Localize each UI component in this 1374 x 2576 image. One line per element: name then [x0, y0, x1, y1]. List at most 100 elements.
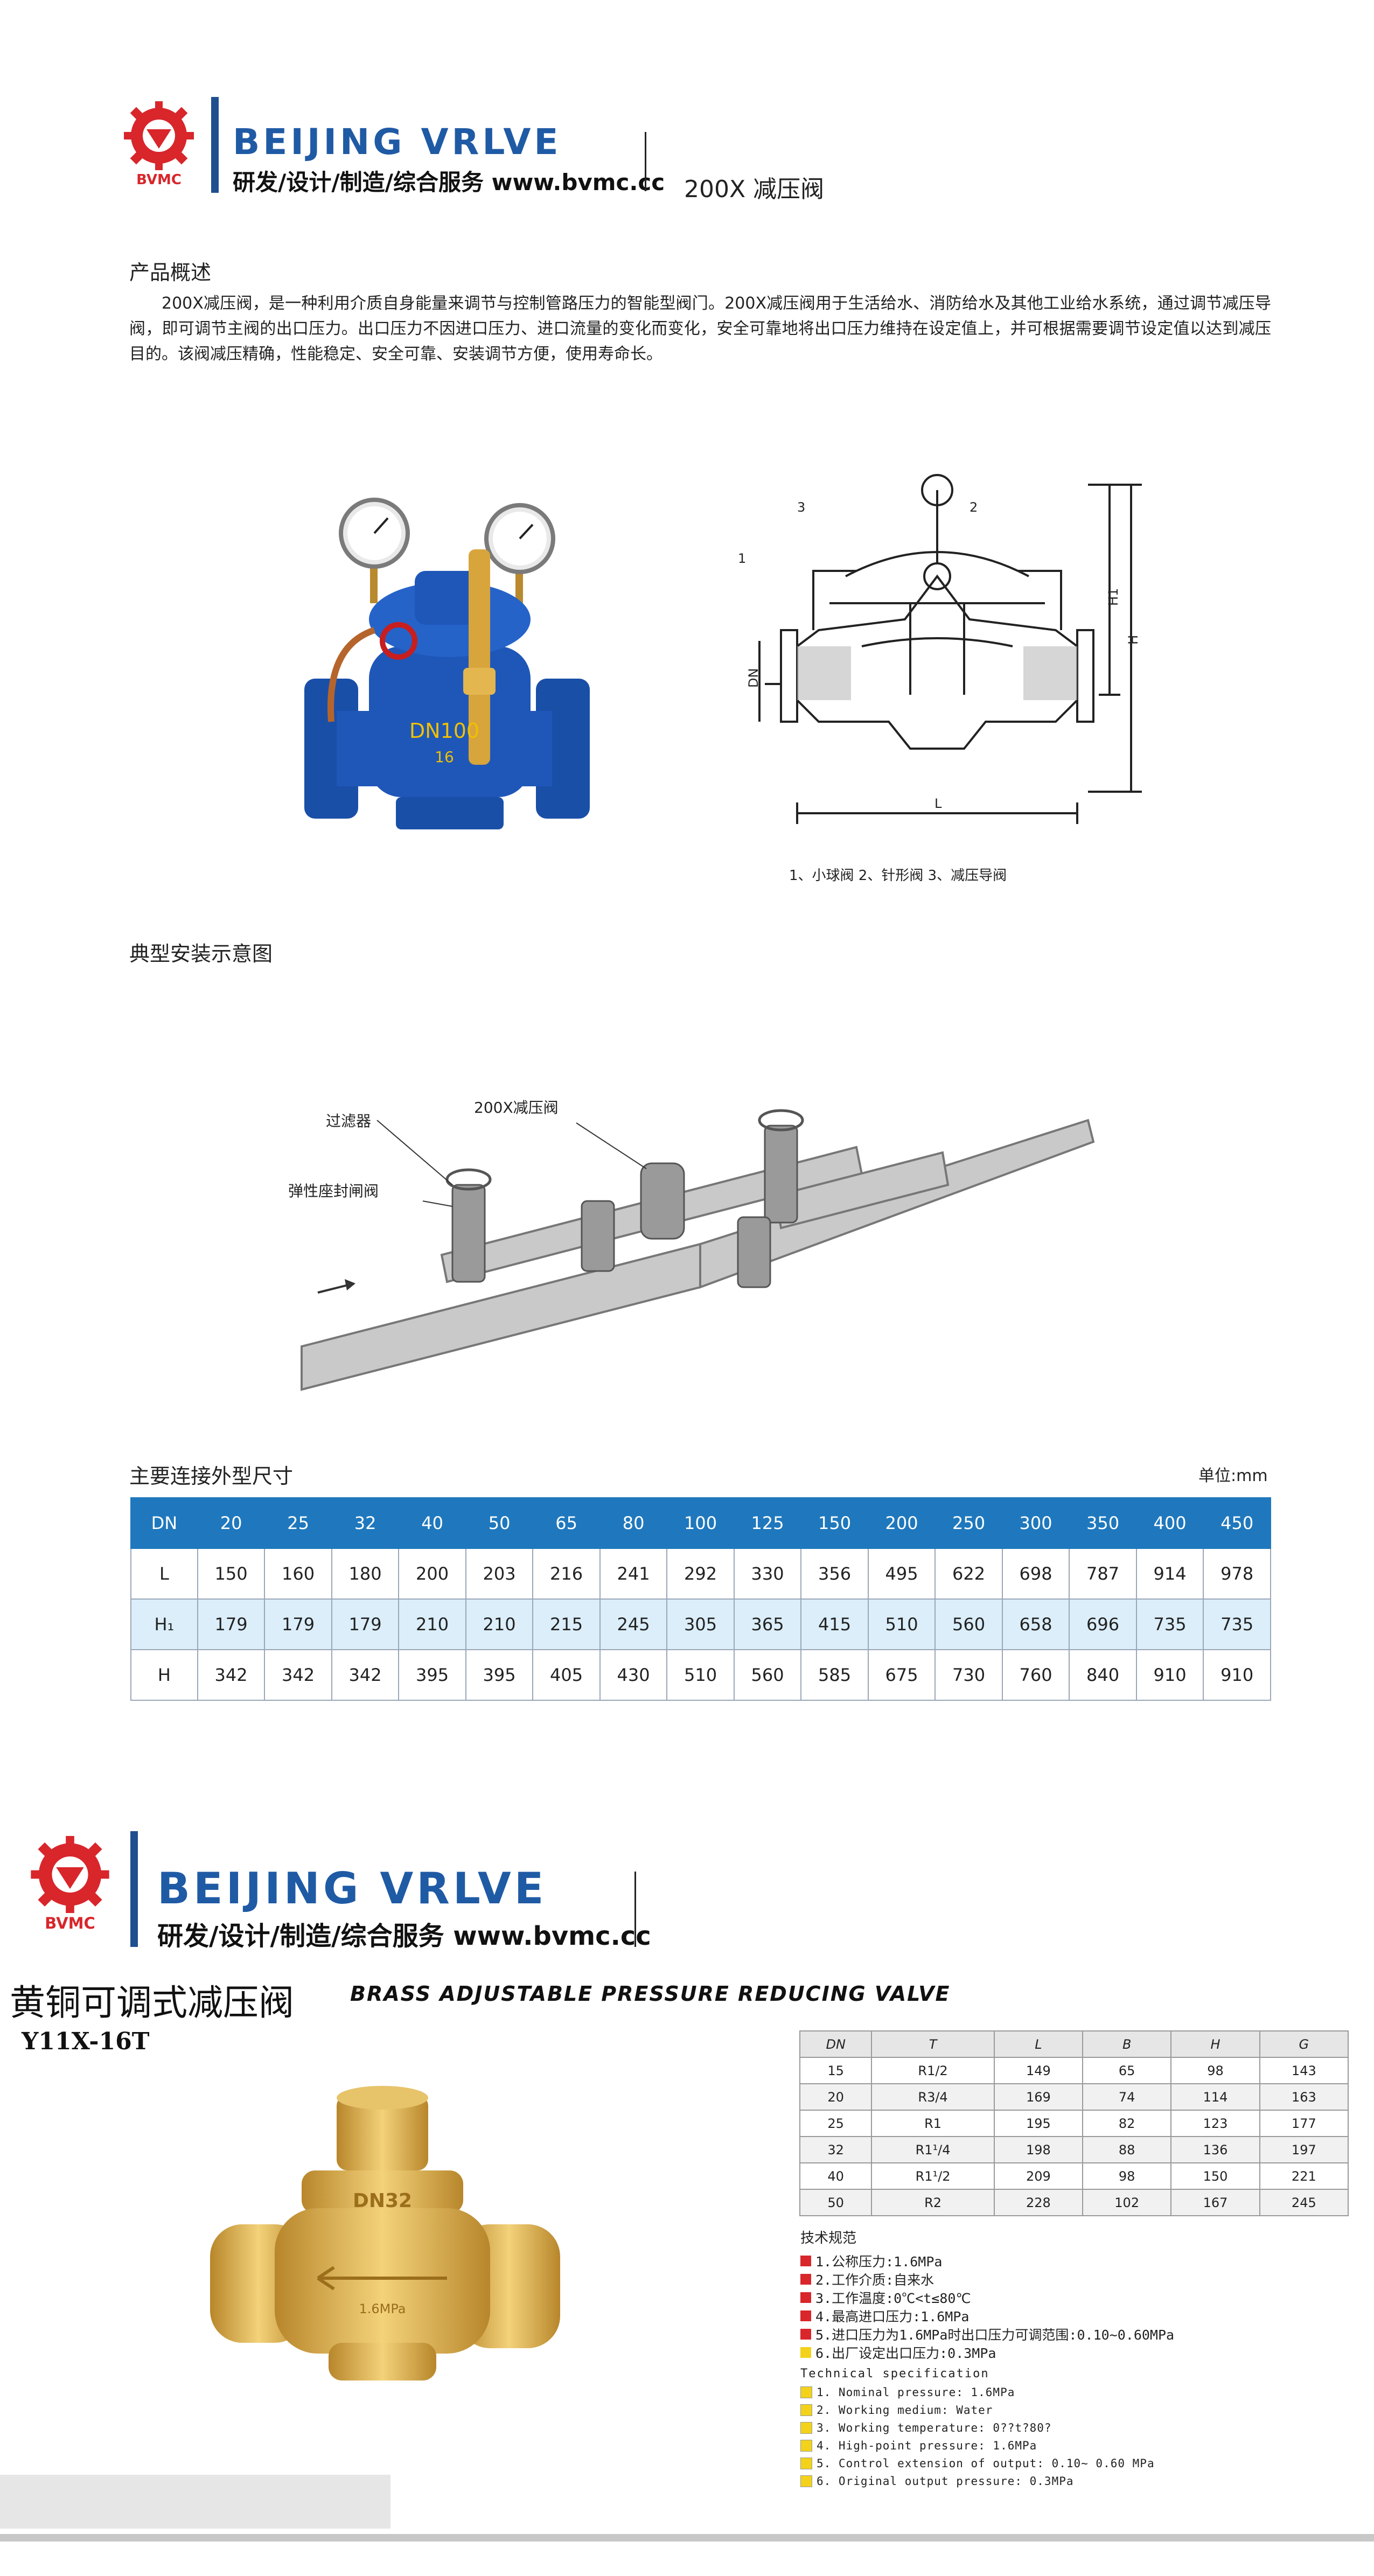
table-cell: 163: [1259, 2083, 1349, 2111]
table-cell: 32: [799, 2136, 873, 2163]
table-cell: R1¹/4: [871, 2136, 995, 2163]
table-cell: 65: [532, 1497, 601, 1549]
bullet-square-icon: [800, 2292, 811, 2303]
table-cell: 245: [599, 1598, 668, 1650]
table-cell: L: [130, 1548, 198, 1600]
tech-spec-item: 3. Working temperature: 0??t?80?: [800, 2421, 1052, 2434]
table-cell: 365: [733, 1598, 802, 1650]
table-cell: 200: [398, 1548, 466, 1600]
table-cell: 241: [599, 1548, 668, 1600]
table-cell: 914: [1135, 1548, 1204, 1600]
table-cell: 88: [1082, 2136, 1172, 2163]
brand-bar: [211, 97, 219, 193]
tech-spec-text: 1.公称压力:1.6MPa: [815, 2254, 943, 2270]
tech-spec-item: 5. Control extension of output: 0.10~ 0.…: [800, 2457, 1155, 2470]
table-cell: 415: [800, 1598, 869, 1650]
tech-spec-text: 2. Working medium: Water: [817, 2404, 993, 2417]
pressure-gauge-icon: [484, 503, 555, 614]
table-cell: R1: [871, 2110, 995, 2137]
table-cell: 245: [1259, 2189, 1349, 2216]
table-cell: 350: [1069, 1497, 1137, 1549]
product-name: 200X 减压阀: [684, 176, 825, 203]
valve-marking: DN100: [409, 719, 479, 743]
installation-diagram: [301, 1109, 1095, 1391]
tech-spec-text: 3.工作温度:0℃<t≤80℃: [815, 2291, 971, 2306]
table-cell: 450: [1203, 1497, 1271, 1549]
table-cell: 395: [465, 1649, 534, 1701]
table-cell: 102: [1082, 2189, 1172, 2216]
tech-spec-item: 1. Nominal pressure: 1.6MPa: [800, 2386, 1015, 2399]
overview-body: 200X减压阀，是一种利用介质自身能量来调节与控制管路压力的智能型阀门。200X…: [129, 294, 1271, 364]
table-cell: 150: [197, 1548, 266, 1600]
table-cell: 356: [800, 1548, 869, 1600]
table-cell: 405: [532, 1649, 601, 1701]
table-cell: H: [130, 1649, 198, 1701]
table-cell: 585: [800, 1649, 869, 1701]
dimensions-unit: 单位:mm: [1198, 1467, 1268, 1485]
table-cell: 20: [799, 2083, 873, 2111]
bullet-square-icon: [800, 2386, 812, 2398]
table-cell: 25: [264, 1497, 332, 1549]
table-cell: 169: [993, 2083, 1084, 2111]
bvmc-logo-icon: BVMC: [124, 101, 194, 188]
table-cell: 760: [1001, 1649, 1070, 1701]
table-cell: 150: [800, 1497, 869, 1549]
table-cell: 342: [264, 1649, 332, 1701]
table-cell: 40: [799, 2162, 873, 2190]
table-cell: 730: [934, 1649, 1003, 1701]
table-cell: 15: [799, 2057, 873, 2084]
brass-model: Y11X-16T: [22, 2028, 150, 2055]
table-cell: 305: [666, 1598, 735, 1650]
pressure-gauge-icon: [339, 498, 410, 603]
table-cell: R1¹/2: [871, 2162, 995, 2190]
label-3: 3: [797, 500, 805, 515]
table-cell: 395: [398, 1649, 466, 1701]
tech-spec-item: 3.工作温度:0℃<t≤80℃: [800, 2288, 971, 2307]
table-cell: 167: [1170, 2189, 1260, 2216]
table-cell: 400: [1135, 1497, 1204, 1549]
tech-spec-text: 6.出厂设定出口压力:0.3MPa: [815, 2345, 996, 2361]
table-cell: 195: [993, 2110, 1084, 2137]
logo-text: BVMC: [136, 172, 182, 188]
bullet-square-icon: [800, 2458, 812, 2469]
table-cell: 179: [264, 1598, 332, 1650]
table-cell: G: [1259, 2030, 1349, 2058]
table-cell: 25: [799, 2110, 873, 2137]
tech-spec-text: 3. Working temperature: 0??t?80?: [817, 2421, 1052, 2434]
table-cell: 910: [1135, 1649, 1204, 1701]
table-cell: 510: [666, 1649, 735, 1701]
label-1: 1: [738, 551, 746, 566]
table-cell: 698: [1001, 1548, 1070, 1600]
bullet-square-icon: [800, 2329, 811, 2340]
table-cell: 215: [532, 1598, 601, 1650]
tech-spec-text: 1. Nominal pressure: 1.6MPa: [817, 2386, 1015, 2399]
brand-bar: [130, 1831, 138, 1947]
brand-tagline: 研发/设计/制造/综合服务 www.bvmc.cc: [233, 169, 665, 196]
table-cell: 197: [1259, 2136, 1349, 2163]
tech-spec-text: 4. High-point pressure: 1.6MPa: [817, 2439, 1037, 2452]
table-cell: 787: [1069, 1548, 1137, 1600]
table-cell: 98: [1082, 2162, 1172, 2190]
brand-title: BEIJING VRLVE: [157, 1863, 547, 1914]
tech-spec-text: 5. Control extension of output: 0.10~ 0.…: [817, 2457, 1155, 2470]
label-200x-valve: 200X减压阀: [474, 1099, 559, 1116]
table-cell: 430: [599, 1649, 668, 1701]
table-cell: 300: [1001, 1497, 1070, 1549]
table-cell: 221: [1259, 2162, 1349, 2190]
table-cell: 910: [1203, 1649, 1271, 1701]
label-h: H: [1126, 635, 1141, 645]
table-cell: 342: [197, 1649, 266, 1701]
dimensions-title: 主要连接外型尺寸: [129, 1464, 294, 1488]
table-cell: 65: [1082, 2057, 1172, 2084]
brand-tagline: 研发/设计/制造/综合服务 www.bvmc.cc: [157, 1921, 651, 1951]
table-cell: 696: [1069, 1598, 1137, 1650]
table-cell: 125: [733, 1497, 802, 1549]
